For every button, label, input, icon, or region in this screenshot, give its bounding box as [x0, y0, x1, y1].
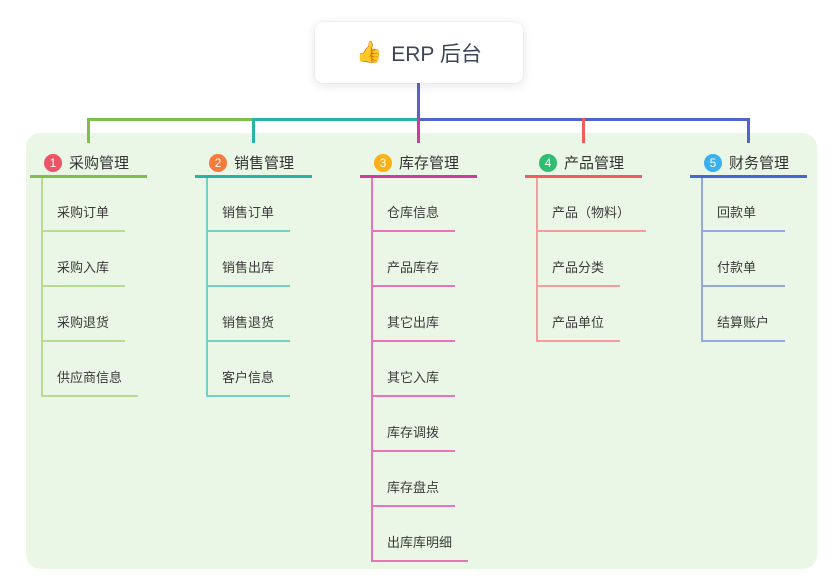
branch-underline [690, 175, 807, 178]
thumbs-up-icon: 👍 [356, 40, 383, 64]
branch-sales-title[interactable]: 2 销售管理 [195, 152, 294, 173]
branch-underline [525, 175, 642, 178]
child-node[interactable]: 销售退货 [206, 314, 291, 342]
branch-procurement-title[interactable]: 1 采购管理 [30, 152, 129, 173]
badge-5-icon: 5 [704, 153, 722, 172]
child-node[interactable]: 库存盘点 [371, 479, 456, 507]
branch-procurement: 1 采购管理 采购订单 采购入库 采购退货 供应商信息 [30, 133, 147, 569]
root-node[interactable]: 👍 ERP 后台 [315, 22, 523, 83]
child-node[interactable]: 采购退货 [41, 314, 126, 342]
child-node[interactable]: 供应商信息 [41, 369, 139, 397]
branch-sales: 2 销售管理 销售订单 销售出库 销售退货 客户信息 [195, 133, 312, 569]
branch-label: 销售管理 [234, 155, 295, 172]
badge-2-icon: 2 [209, 153, 227, 172]
child-node[interactable]: 产品单位 [536, 314, 621, 342]
badge-3-icon: 3 [374, 153, 392, 172]
branch-product: 4 产品管理 产品（物料） 产品分类 产品单位 [525, 133, 647, 569]
child-node[interactable]: 库存调拨 [371, 424, 456, 452]
branch-product-title[interactable]: 4 产品管理 [525, 152, 624, 173]
child-node[interactable]: 销售订单 [206, 204, 291, 232]
branch-inventory-title[interactable]: 3 库存管理 [360, 152, 459, 173]
branch-child-rail [206, 178, 208, 397]
child-node[interactable]: 其它入库 [371, 369, 456, 397]
branch-underline [30, 175, 147, 178]
mindmap-panel: 1 采购管理 采购订单 采购入库 采购退货 供应商信息 2 销售管理 销售订单 … [26, 133, 817, 569]
connector-drop-procurement [87, 118, 90, 143]
connector-drop-finance [747, 118, 750, 143]
child-node[interactable]: 结算账户 [701, 314, 786, 342]
child-node[interactable]: 仓库信息 [371, 204, 456, 232]
badge-4-icon: 4 [539, 153, 557, 172]
root-node-label: ERP 后台 [391, 42, 482, 66]
child-node[interactable]: 付款单 [701, 259, 785, 287]
child-node[interactable]: 产品分类 [536, 259, 621, 287]
child-node[interactable]: 客户信息 [206, 369, 291, 397]
branch-underline [195, 175, 312, 178]
branch-label: 财务管理 [729, 155, 790, 172]
branch-label: 产品管理 [564, 155, 625, 172]
child-node[interactable]: 产品库存 [371, 259, 456, 287]
branch-inventory: 3 库存管理 仓库信息 产品库存 其它出库 其它入库 库存调拨 库存盘点 出库库… [360, 133, 477, 569]
connector-drop-sales [252, 118, 255, 143]
branch-underline [360, 175, 477, 178]
branch-finance: 5 财务管理 回款单 付款单 结算账户 [690, 133, 807, 569]
connector-bus-teal [253, 118, 419, 121]
branch-child-rail [701, 178, 703, 342]
branch-child-rail [536, 178, 538, 342]
child-node[interactable]: 采购订单 [41, 204, 126, 232]
child-node[interactable]: 产品（物料） [536, 204, 647, 232]
branch-label: 库存管理 [399, 155, 460, 172]
connector-root-stub [417, 83, 420, 119]
child-node[interactable]: 回款单 [701, 204, 785, 232]
badge-1-icon: 1 [44, 153, 62, 172]
branch-child-rail [371, 178, 373, 562]
child-node[interactable]: 销售出库 [206, 259, 291, 287]
connector-drop-product [582, 118, 585, 143]
branch-finance-title[interactable]: 5 财务管理 [690, 152, 789, 173]
child-node[interactable]: 出库库明细 [371, 534, 469, 562]
connector-bus-green [87, 118, 253, 121]
child-node[interactable]: 采购入库 [41, 259, 126, 287]
connector-drop-inventory [417, 118, 420, 143]
child-node[interactable]: 其它出库 [371, 314, 456, 342]
branch-child-rail [41, 178, 43, 397]
branch-label: 采购管理 [69, 155, 130, 172]
